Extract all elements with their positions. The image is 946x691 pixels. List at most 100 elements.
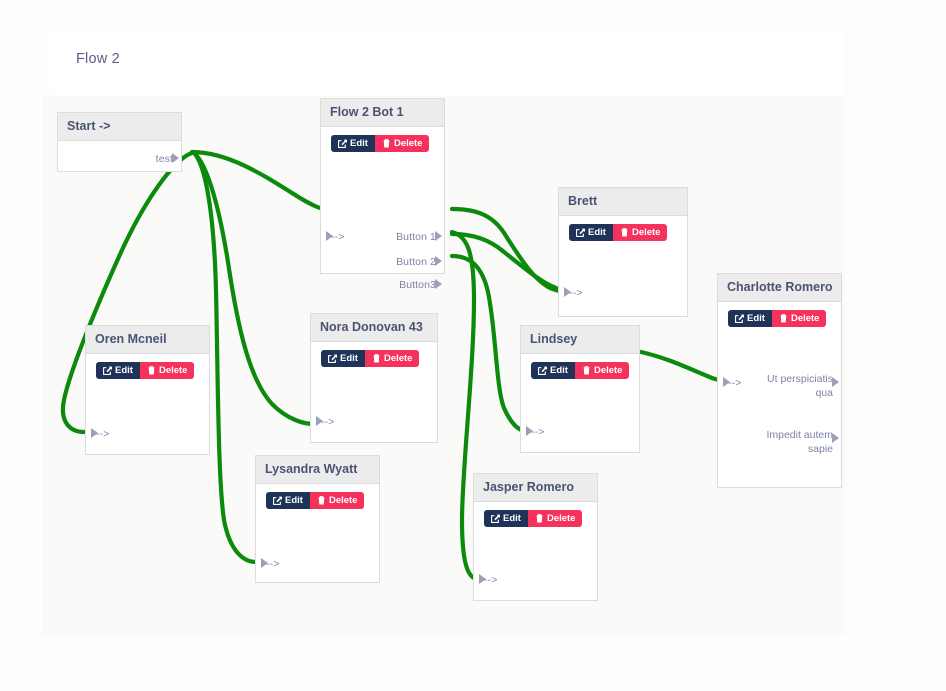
node-title: Lysandra Wyatt [256, 456, 379, 484]
node-title: Oren Mcneil [86, 326, 209, 354]
node-oren-mcneil[interactable]: Oren Mcneil Edit Delete --> [85, 325, 210, 455]
pencil-square-icon [735, 314, 744, 323]
pencil-square-icon [538, 366, 547, 375]
port-out-button-3[interactable]: Button3 [399, 279, 442, 291]
delete-button[interactable]: Delete [771, 310, 827, 327]
port-out-button-2[interactable]: Button 2 [396, 256, 442, 268]
node-lysandra-wyatt[interactable]: Lysandra Wyatt Edit Delete --> [255, 455, 380, 583]
node-actions: Edit Delete [718, 302, 841, 327]
node-jasper-romero[interactable]: Jasper Romero Edit Delete --> [473, 473, 598, 601]
port-label: Ut perspiciatis qua [767, 373, 833, 399]
node-nora-donovan-43[interactable]: Nora Donovan 43 Edit Delete --> [310, 313, 438, 443]
port-out-impedit-autem-sapie[interactable]: Impedit autem sapie [757, 428, 839, 456]
pencil-square-icon [338, 139, 347, 148]
page-title: Flow 2 [76, 51, 120, 67]
edit-button[interactable]: Edit [321, 350, 365, 367]
port-label: --> [331, 231, 345, 243]
edit-button[interactable]: Edit [728, 310, 772, 327]
node-body: Edit Delete --> Button 1 Button 2 [321, 127, 444, 291]
port-in[interactable]: --> [326, 231, 345, 243]
edit-button[interactable]: Edit [96, 362, 140, 379]
port-out-test[interactable]: test [155, 153, 179, 165]
port-in[interactable]: --> [316, 416, 334, 428]
trash-icon [535, 514, 544, 523]
port-in[interactable]: --> [526, 426, 545, 438]
port-label: --> [569, 287, 583, 299]
edit-button-label: Edit [588, 227, 606, 238]
node-lindsey[interactable]: Lindsey Edit Delete --> [520, 325, 640, 453]
delete-button-label: Delete [593, 365, 623, 376]
port-in[interactable]: --> [91, 428, 110, 440]
port-arrow-icon [172, 153, 179, 163]
port-arrow-icon [435, 256, 442, 266]
delete-button-label: Delete [546, 513, 576, 524]
port-arrow-icon [261, 558, 268, 568]
edit-button[interactable]: Edit [331, 135, 375, 152]
delete-button[interactable]: Delete [574, 362, 630, 379]
node-title: Flow 2 Bot 1 [321, 99, 444, 127]
delete-button[interactable]: Delete [309, 492, 365, 509]
port-out-ut-perspiciatis-qua[interactable]: Ut perspiciatis qua [757, 372, 839, 400]
node-body: Edit Delete --> [474, 502, 597, 601]
node-start[interactable]: Start -> test [57, 112, 182, 172]
trash-icon [372, 354, 381, 363]
node-actions: Edit Delete [321, 127, 444, 152]
delete-button-label: Delete [790, 313, 820, 324]
port-label: Button 1 [396, 231, 436, 243]
port-label: --> [484, 574, 498, 586]
port-label: --> [266, 558, 280, 570]
node-charlotte-romero[interactable]: Charlotte Romero Edit Delete -- [717, 273, 842, 488]
port-in[interactable]: --> [723, 377, 741, 389]
port-arrow-icon [526, 426, 533, 436]
port-out-button-1[interactable]: Button 1 [396, 231, 442, 243]
edit-button[interactable]: Edit [531, 362, 575, 379]
pencil-square-icon [491, 514, 500, 523]
node-body: Edit Delete --> [521, 354, 639, 453]
trash-icon [582, 366, 591, 375]
edit-button-label: Edit [350, 138, 368, 149]
edit-button[interactable]: Edit [569, 224, 613, 241]
delete-button-label: Delete [393, 138, 423, 149]
edit-button-label: Edit [285, 495, 303, 506]
port-arrow-icon [479, 574, 486, 584]
port-in[interactable]: --> [564, 287, 583, 299]
delete-button-label: Delete [158, 365, 188, 376]
port-label: --> [531, 426, 545, 438]
node-actions: Edit Delete [311, 342, 437, 367]
node-actions: Edit Delete [86, 354, 209, 379]
node-brett[interactable]: Brett Edit Delete --> [558, 187, 688, 317]
port-in[interactable]: --> [261, 558, 280, 570]
port-in[interactable]: --> [479, 574, 498, 586]
port-arrow-icon [316, 416, 323, 426]
node-body: Edit Delete --> [559, 216, 687, 317]
port-arrow-icon [832, 433, 839, 443]
trash-icon [382, 139, 391, 148]
port-label: test [155, 153, 173, 165]
node-flow-2-bot-1[interactable]: Flow 2 Bot 1 Edit Delete --> [320, 98, 445, 291]
edit-button[interactable]: Edit [484, 510, 528, 527]
pencil-square-icon [273, 496, 282, 505]
port-arrow-icon [435, 231, 442, 241]
edit-button[interactable]: Edit [266, 492, 310, 509]
edit-button-label: Edit [747, 313, 765, 324]
delete-button[interactable]: Delete [139, 362, 195, 379]
port-label: --> [96, 428, 110, 440]
trash-icon [147, 366, 156, 375]
pencil-square-icon [103, 366, 112, 375]
port-arrow-icon [435, 279, 442, 289]
edit-button-label: Edit [503, 513, 521, 524]
delete-button-label: Delete [631, 227, 661, 238]
delete-button[interactable]: Delete [374, 135, 430, 152]
node-actions: Edit Delete [474, 502, 597, 527]
node-title: Lindsey [521, 326, 639, 354]
delete-button[interactable]: Delete [364, 350, 420, 367]
node-body: Edit Delete --> Ut perspiciatis qua Impe… [718, 302, 841, 488]
node-body: Edit Delete --> [86, 354, 209, 455]
trash-icon [779, 314, 788, 323]
edit-button-label: Edit [340, 353, 358, 364]
pencil-square-icon [328, 354, 337, 363]
delete-button[interactable]: Delete [527, 510, 583, 527]
delete-button[interactable]: Delete [612, 224, 668, 241]
node-title: Jasper Romero [474, 474, 597, 502]
